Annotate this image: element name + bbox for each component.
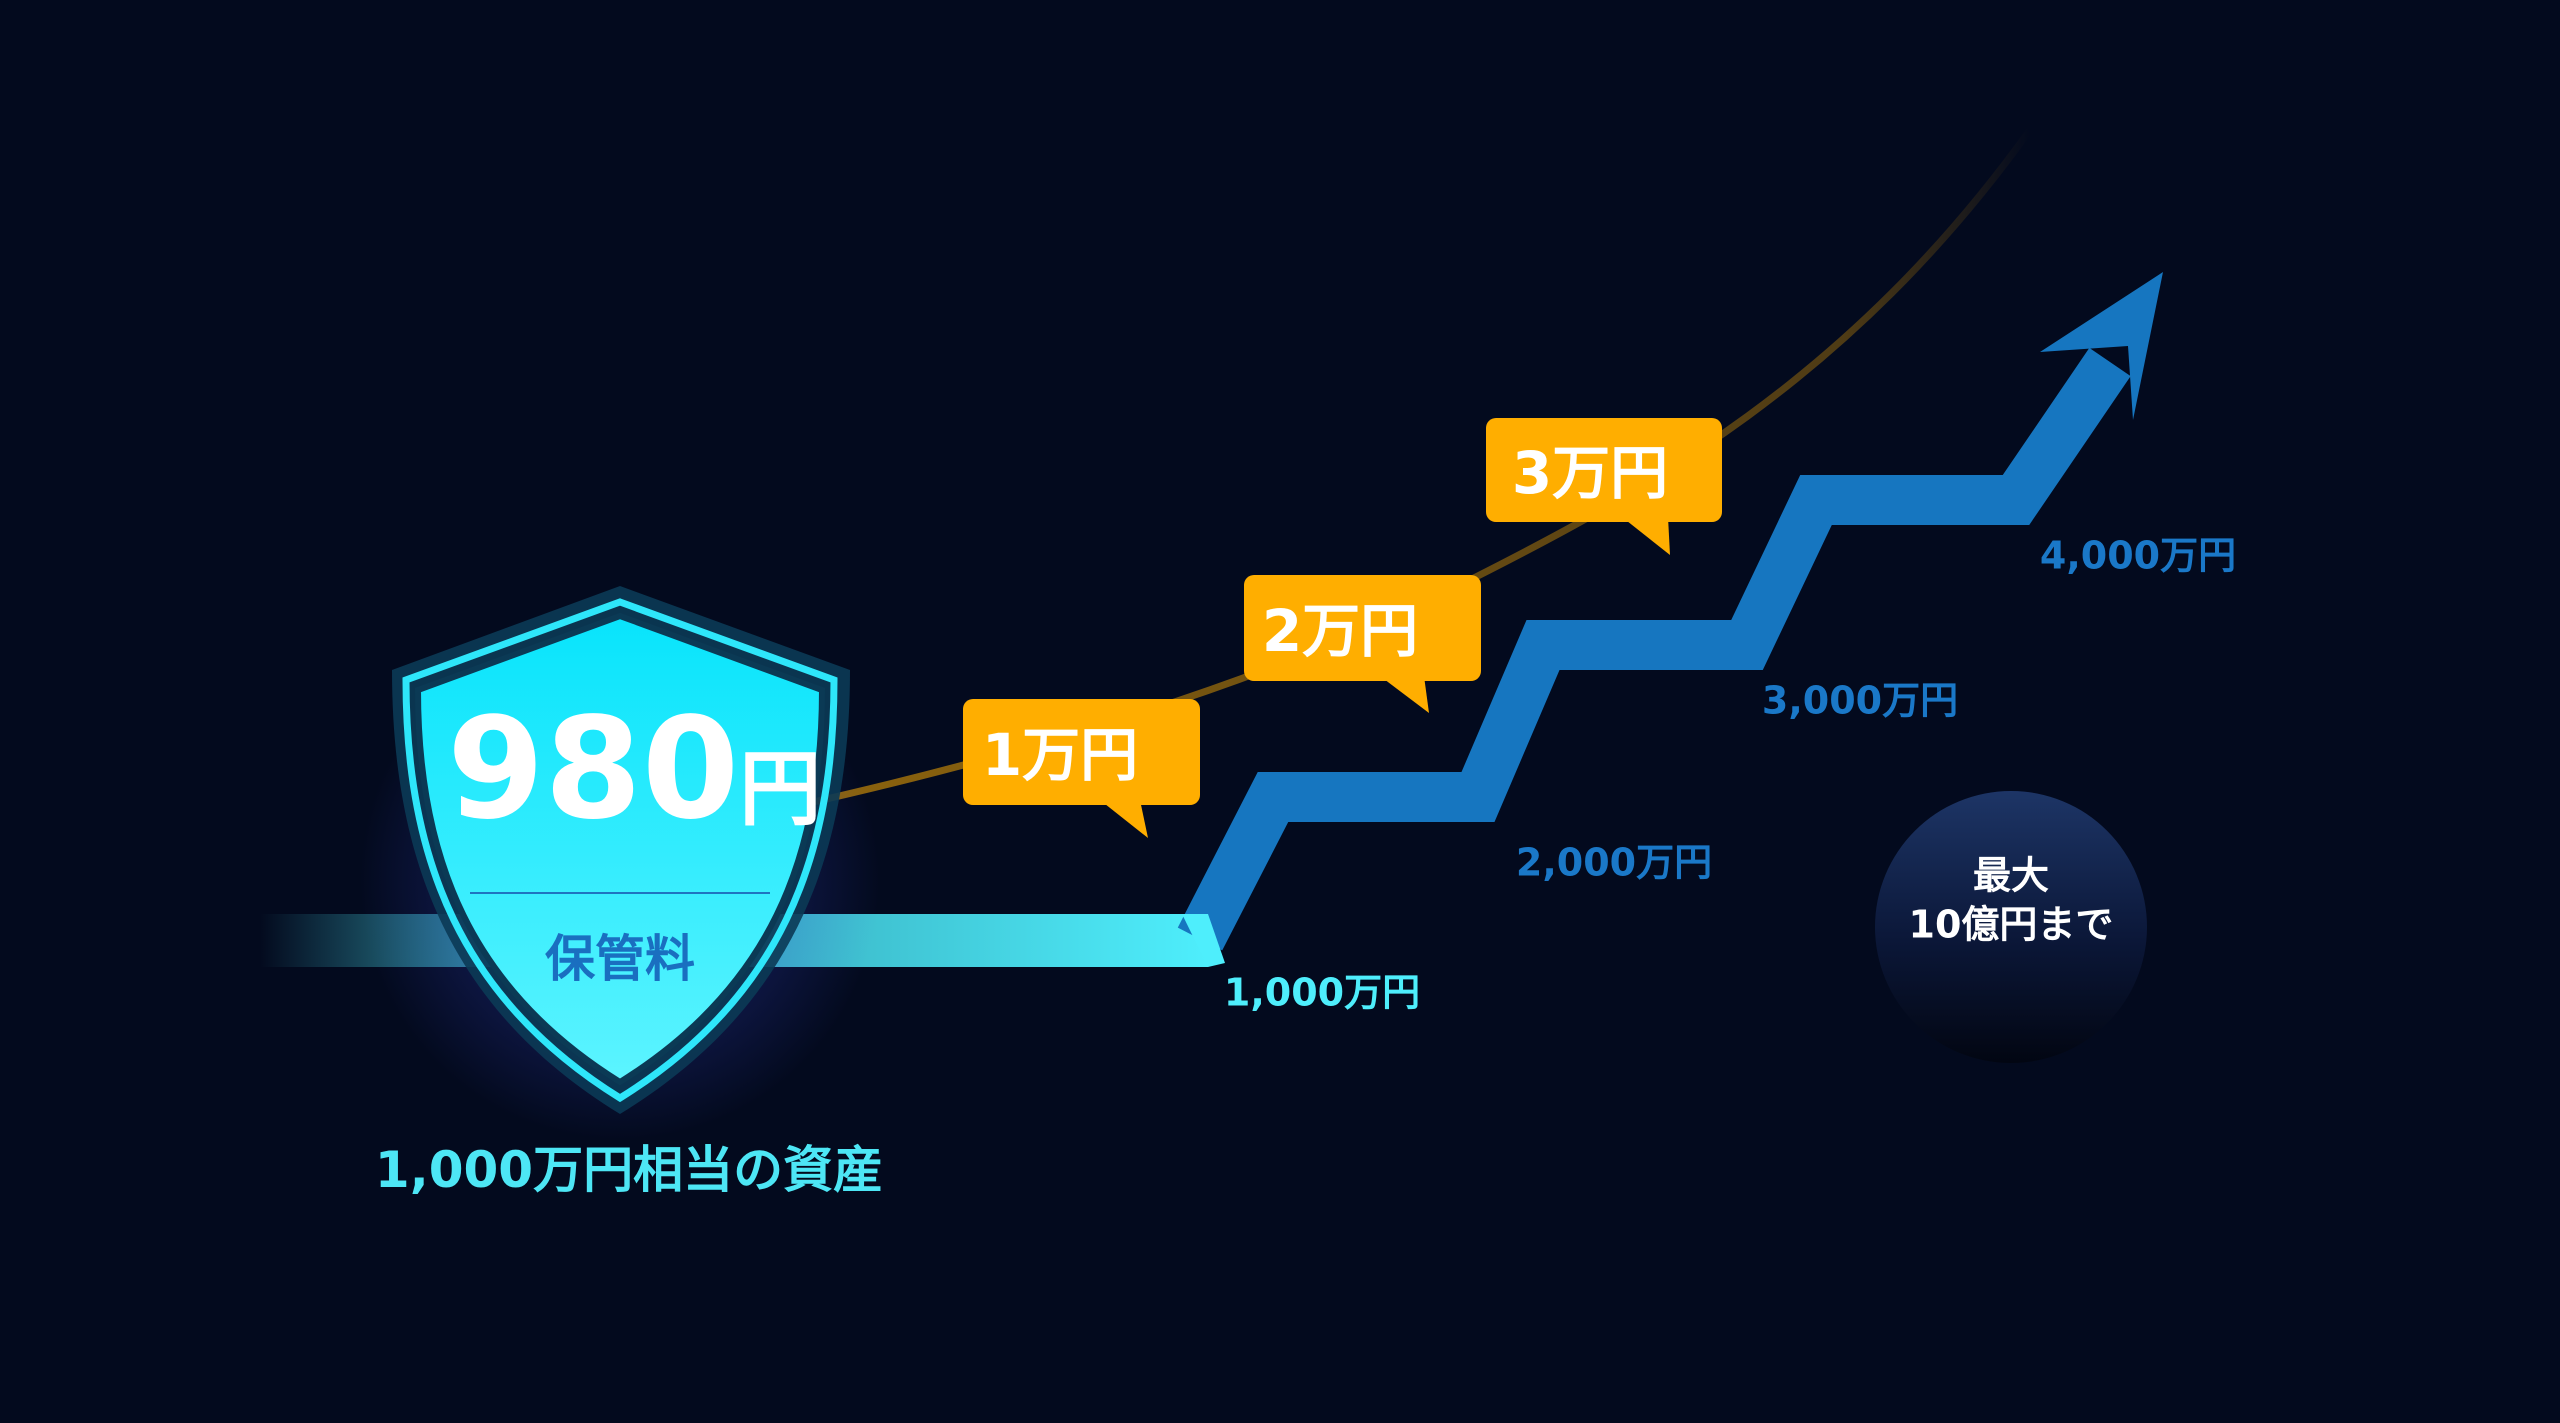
fee-bubble-1	[963, 699, 1200, 838]
arrow-head-icon	[2040, 272, 2163, 420]
level-label-4: 4,000万円	[2039, 533, 2237, 578]
level-label-3: 3,000万円	[1761, 678, 1959, 723]
growth-staircase	[1177, 347, 2131, 951]
fee-bubble-label-3: 3万円	[1511, 439, 1669, 507]
max-badge-line2: 10億円まで	[1908, 902, 2114, 947]
fee-label: 保管料	[545, 930, 695, 988]
fee-bubble-3	[1486, 418, 1722, 555]
fee-bubble-label-2: 2万円	[1261, 597, 1419, 665]
fee-bubble-2	[1244, 575, 1481, 713]
fee-number: 980	[447, 688, 740, 851]
max-badge-circle	[1875, 791, 2147, 1063]
asset-caption: 1,000万円相当の資産	[374, 1141, 884, 1199]
level-label-2: 2,000万円	[1515, 840, 1713, 885]
fee-amount: 980円	[447, 700, 821, 840]
level-label-1: 1,000万円	[1223, 970, 1421, 1015]
fee-bubble-label-1: 1万円	[981, 721, 1139, 789]
max-badge-line1: 最大	[1972, 853, 2050, 898]
step-start	[1182, 914, 1225, 967]
fee-unit: 円	[739, 742, 822, 837]
